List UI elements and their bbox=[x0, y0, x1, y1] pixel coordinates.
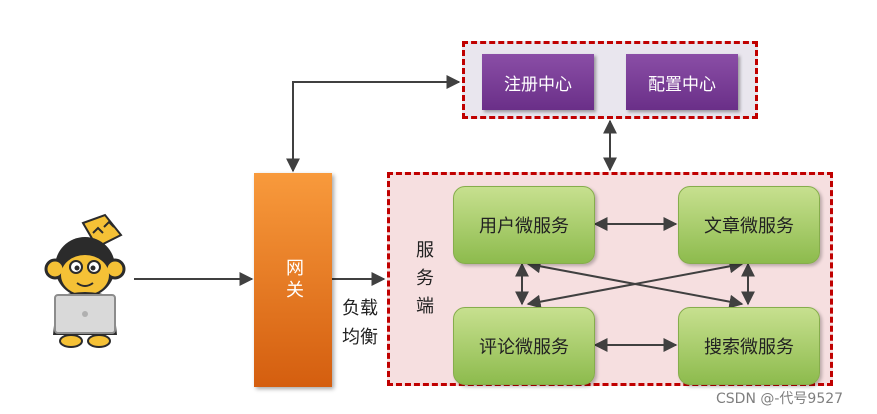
config-center-label: 配置中心 bbox=[648, 74, 716, 95]
client-monkey-icon bbox=[44, 213, 126, 348]
register-center-box: 注册中心 bbox=[482, 54, 594, 110]
article-service-box: 文章微服务 bbox=[678, 186, 820, 264]
service-side-label: 服务端 bbox=[413, 240, 434, 324]
user-service-box: 用户微服务 bbox=[453, 186, 595, 264]
user-service-label: 用户微服务 bbox=[479, 216, 569, 237]
comment-service-box: 评论微服务 bbox=[453, 307, 595, 385]
search-service-label: 搜索微服务 bbox=[704, 337, 794, 358]
config-center-box: 配置中心 bbox=[626, 54, 738, 110]
register-center-label: 注册中心 bbox=[504, 74, 572, 95]
article-service-label: 文章微服务 bbox=[704, 216, 794, 237]
gateway-label: 网关 bbox=[283, 258, 304, 302]
load-balance-line2: 均衡 bbox=[342, 327, 378, 348]
watermark: CSDN @-代号9527 bbox=[716, 391, 844, 407]
gateway-box: 网关 bbox=[254, 173, 332, 387]
search-service-box: 搜索微服务 bbox=[678, 307, 820, 385]
gateway-registry-arrow bbox=[286, 75, 461, 173]
article-comment-arrow bbox=[526, 259, 744, 309]
load-balance-line1: 负载 bbox=[342, 298, 378, 319]
comment-service-label: 评论微服务 bbox=[479, 337, 569, 358]
load-balance-label: 负载 均衡 bbox=[342, 294, 378, 352]
